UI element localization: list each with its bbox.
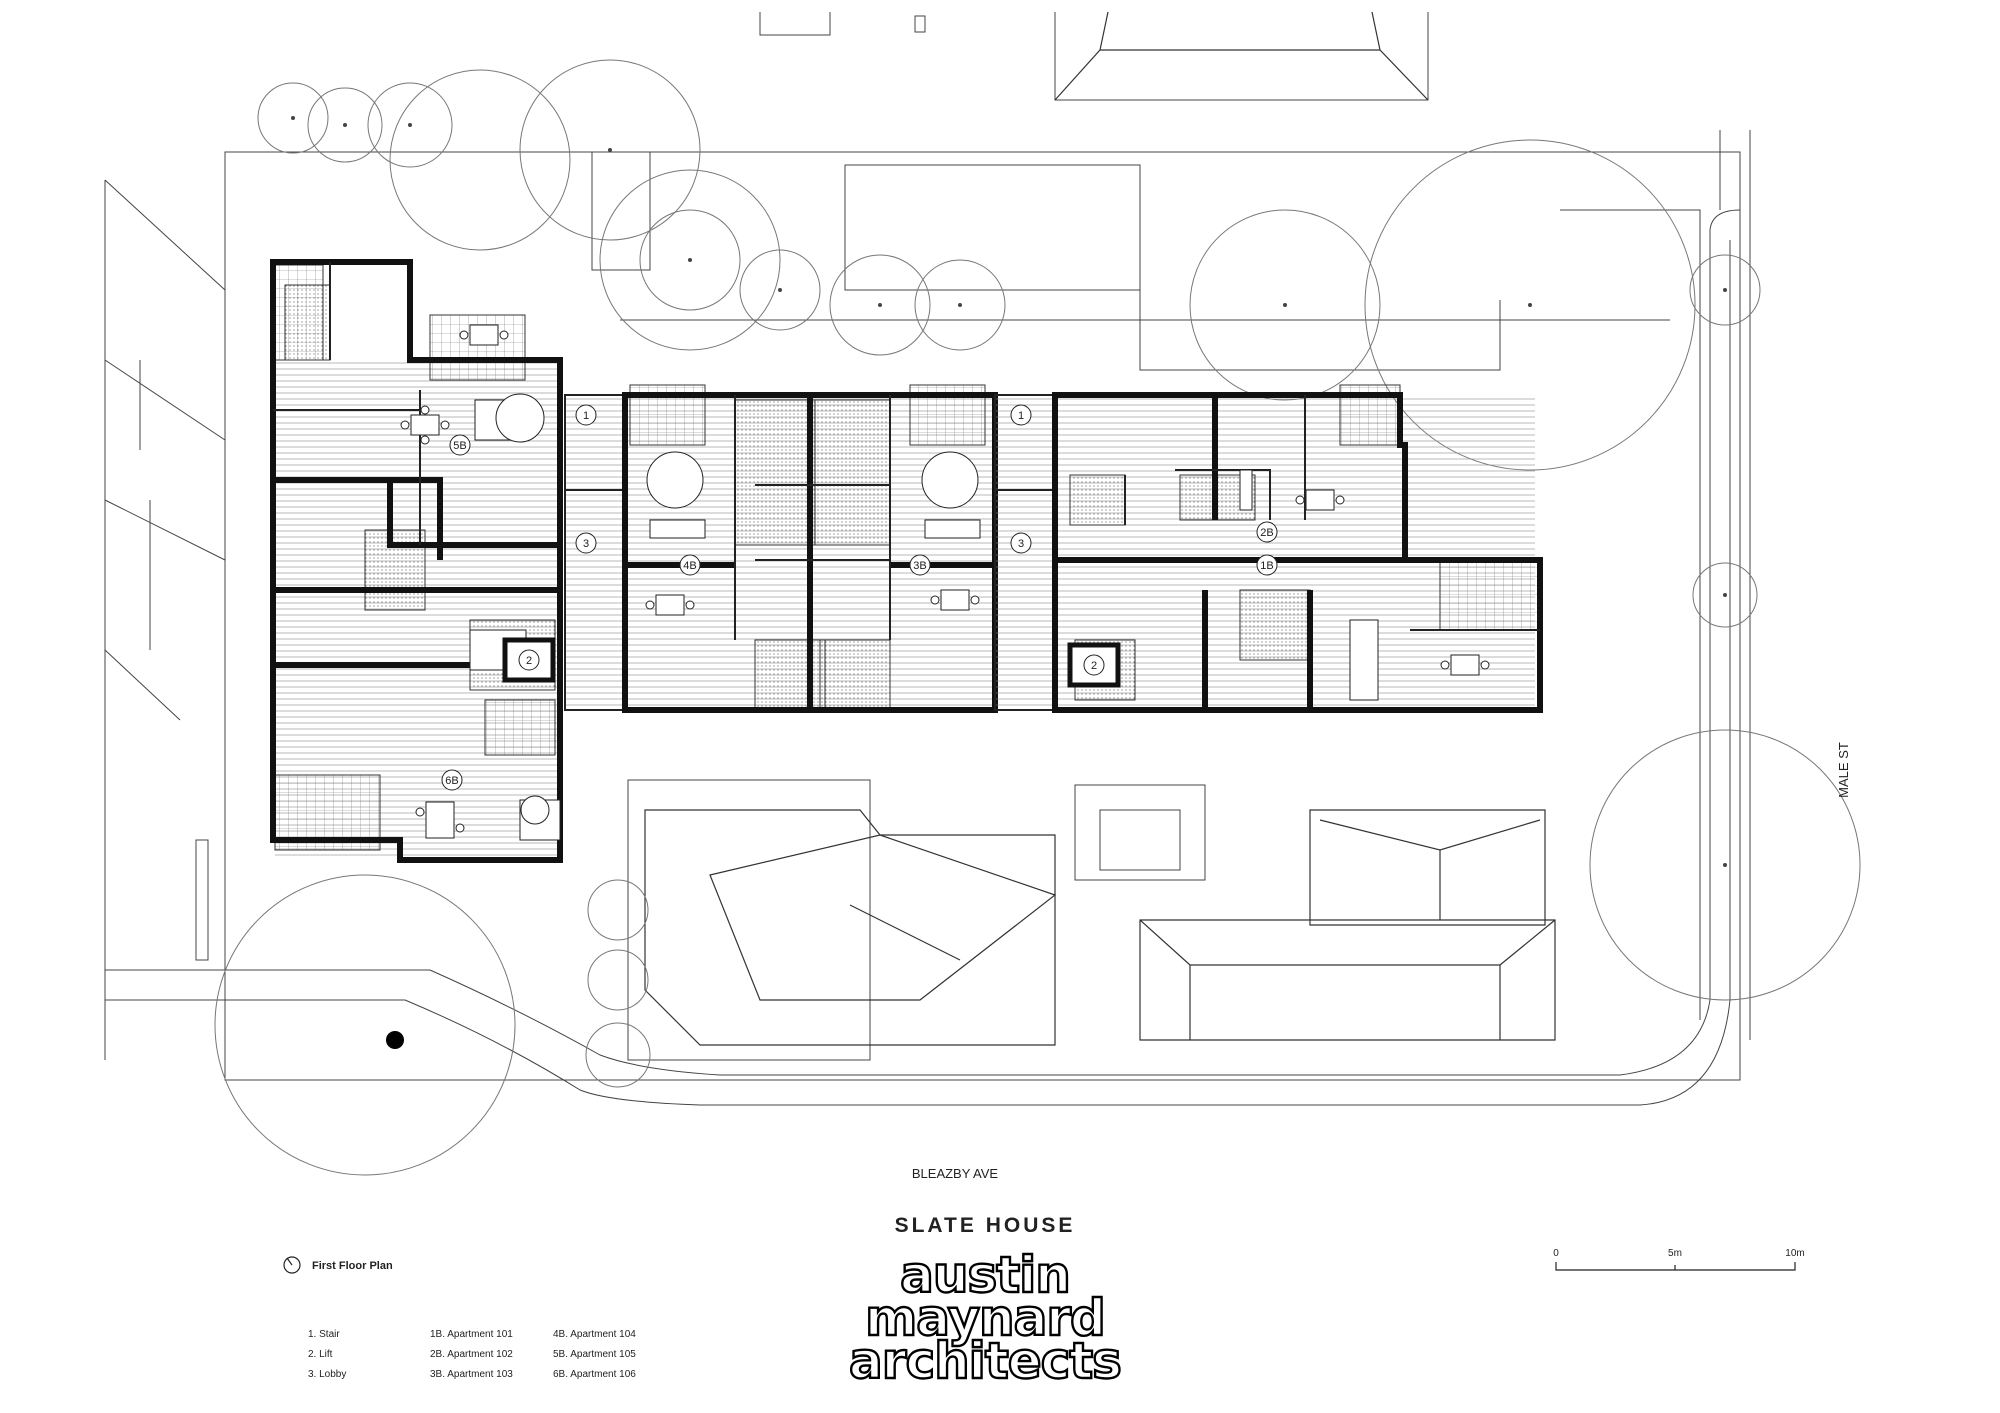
- north-point: [283, 1256, 301, 1274]
- svg-text:2: 2: [1091, 660, 1097, 672]
- legend-item-1b: 1B. Apartment 101: [430, 1329, 513, 1340]
- street-label-bleazby: BLEAZBY AVE: [912, 1166, 999, 1181]
- street-label-male: MALE ST: [1836, 742, 1851, 798]
- unit-badge-6b: 6B: [441, 769, 463, 791]
- svg-text:2: 2: [526, 655, 532, 667]
- east-block: [1052, 384, 1543, 713]
- scale-tick-0: 0: [1553, 1248, 1559, 1259]
- central-core-1: [564, 394, 626, 711]
- legend-item-4b: 4B. Apartment 104: [553, 1329, 636, 1340]
- svg-text:3B: 3B: [913, 560, 926, 572]
- unit-badges: 5B 6B 4B 3B 2B 1B 1 1 3 3 2 2: [441, 404, 1278, 791]
- neighbour-house-1: [627, 779, 1057, 1061]
- legend-item-3b: 3B. Apartment 103: [430, 1369, 513, 1380]
- stair-badge-west: 1: [575, 404, 597, 426]
- svg-text:1B: 1B: [1260, 560, 1273, 572]
- svg-text:1: 1: [583, 410, 589, 422]
- stair-badge-east: 1: [1010, 404, 1032, 426]
- scale-tick-10m: 10m: [1785, 1248, 1804, 1259]
- practice-logo: austin maynard architects: [848, 1245, 1123, 1391]
- svg-text:architects: architects: [849, 1332, 1121, 1390]
- svg-text:5B: 5B: [453, 440, 466, 452]
- svg-text:2B: 2B: [1260, 527, 1273, 539]
- project-title: SLATE HOUSE: [895, 1214, 1076, 1237]
- scale-bar: 0 5m 10m: [1553, 1248, 1805, 1271]
- unit-badge-2b: 2B: [1256, 521, 1278, 543]
- neighbour-house-2: [1074, 784, 1556, 1041]
- svg-text:6B: 6B: [445, 775, 458, 787]
- legend-item-6b: 6B. Apartment 106: [553, 1369, 636, 1380]
- dining-tables: [400, 324, 1490, 839]
- legend-item-stair: 1. Stair: [308, 1329, 340, 1340]
- legend-item-5b: 5B. Apartment 105: [553, 1349, 636, 1360]
- svg-text:1: 1: [1018, 410, 1024, 422]
- svg-text:3: 3: [583, 538, 589, 550]
- unit-badge-5b: 5B: [449, 434, 471, 456]
- svg-text:maynard: maynard: [865, 1289, 1105, 1347]
- unit-badge-3b: 3B: [909, 554, 931, 576]
- legend: 1. Stair 1B. Apartment 101 4B. Apartment…: [308, 1329, 636, 1380]
- plan-label: First Floor Plan: [312, 1260, 393, 1272]
- site-context: [104, 11, 1861, 1176]
- svg-text:4B: 4B: [683, 560, 696, 572]
- lift-badge-east: 2: [1067, 642, 1121, 688]
- lobby-badge-east: 3: [1010, 532, 1032, 554]
- svg-text:austin: austin: [900, 1246, 1070, 1304]
- unit-badge-4b: 4B: [679, 554, 701, 576]
- legend-item-2b: 2B. Apartment 102: [430, 1349, 513, 1360]
- lift-badge-west: 2: [502, 637, 556, 683]
- lobby-badge-west: 3: [575, 532, 597, 554]
- middle-block: [622, 384, 998, 713]
- svg-text:3: 3: [1018, 538, 1024, 550]
- west-wing: [270, 259, 563, 863]
- unit-badge-1b: 1B: [1256, 554, 1278, 576]
- legend-item-lobby: 3. Lobby: [308, 1369, 346, 1380]
- legend-item-lift: 2. Lift: [308, 1349, 333, 1360]
- scale-tick-5m: 5m: [1668, 1248, 1682, 1259]
